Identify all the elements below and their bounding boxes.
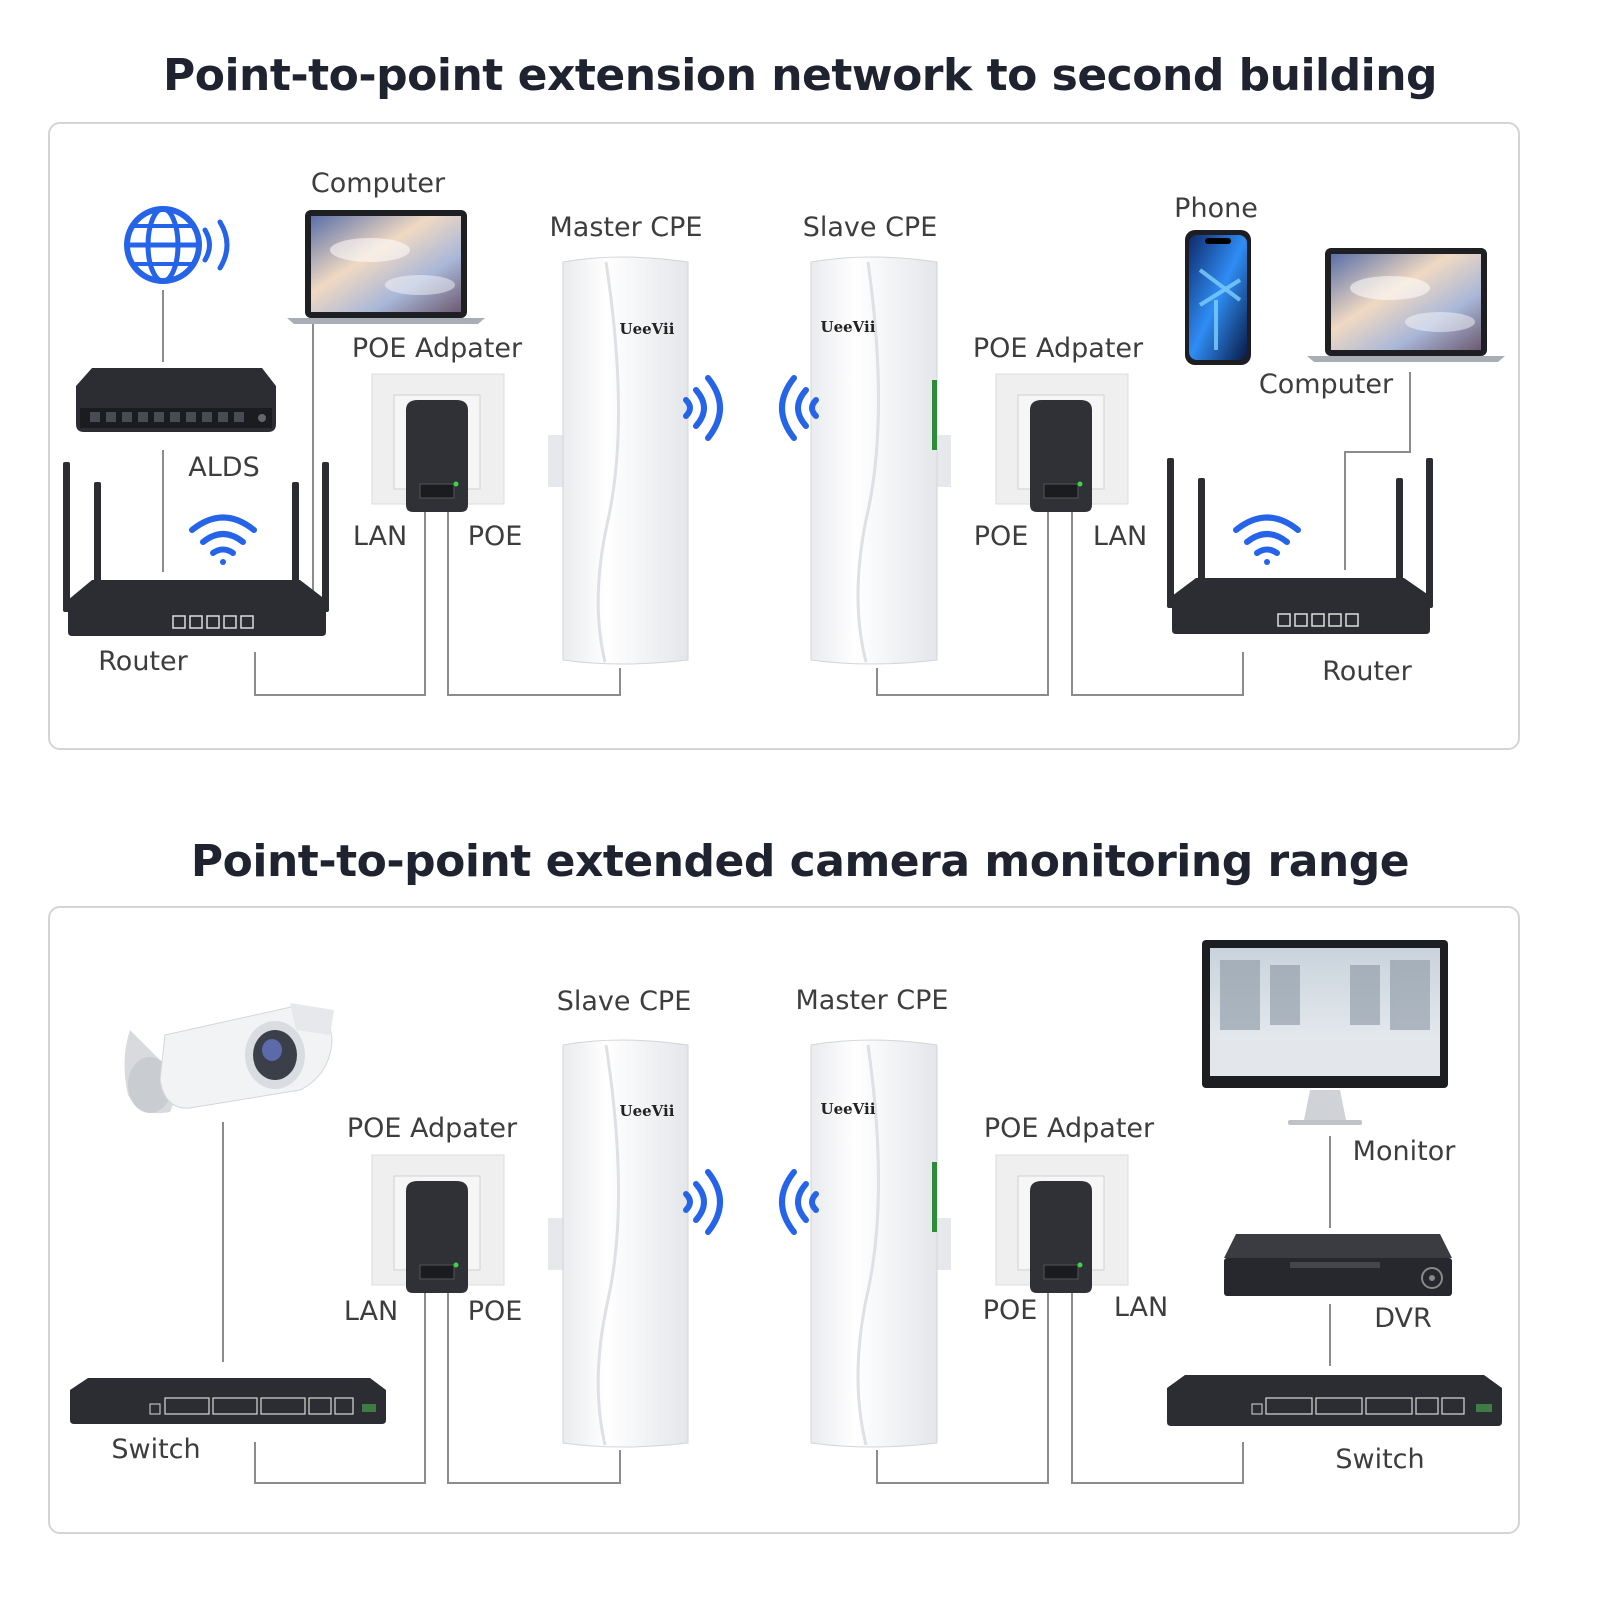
router-right-device [1167, 458, 1433, 634]
label-poe-left-2: POE [467, 1296, 523, 1327]
diagram1-panel [48, 122, 1520, 750]
line-poe-slave-cpe [447, 1290, 621, 1484]
switch-left-device [70, 1378, 386, 1424]
slave-cpe-device-2: UeeVii [548, 1039, 689, 1448]
phone-device [1185, 230, 1251, 365]
line-cpe-poe-right [876, 505, 1049, 696]
line-switch-lan [254, 1290, 426, 1484]
label-master-cpe-2: Master CPE [795, 985, 949, 1016]
internet-globe-icon [124, 206, 230, 284]
label-poe-left: POE [467, 521, 523, 552]
label-lan-left: LAN [352, 521, 408, 552]
label-poe-right: POE [973, 521, 1029, 552]
poe-adapter-left-device [371, 373, 505, 512]
security-camera-device [124, 1003, 334, 1114]
label-router-left: Router [98, 646, 188, 677]
label-dvr: DVR [1374, 1303, 1432, 1334]
label-lan-left-2: LAN [343, 1296, 399, 1327]
diagram2-title: Point-to-point extended camera monitorin… [190, 836, 1410, 887]
line-master-cpe-poe [876, 1290, 1049, 1484]
poe-adapter-right-device-2 [995, 1154, 1129, 1293]
wifi-icon-router-left [189, 514, 257, 565]
laptop-left-device [287, 210, 485, 324]
wifi-signal-master-cpe [683, 375, 723, 441]
label-switch-left: Switch [111, 1434, 201, 1465]
label-poe-adapter-right-2: POE Adpater [983, 1113, 1155, 1144]
label-computer-right: Computer [1258, 369, 1394, 400]
line-lan-switch-right [1071, 1290, 1244, 1484]
wifi-signal-master-cpe-2 [779, 1169, 819, 1235]
line-computer-router-right [1344, 372, 1411, 570]
label-poe-right-2: POE [982, 1295, 1038, 1326]
label-slave-cpe-2: Slave CPE [556, 986, 692, 1017]
cpe-brand-logo: UeeVii [821, 318, 876, 336]
cpe-brand-logo: UeeVii [620, 320, 675, 338]
label-alds: ALDS [188, 452, 260, 483]
poe-adapter-left-device-2 [371, 1154, 505, 1293]
monitor-device [1202, 940, 1448, 1125]
cpe-brand-logo: UeeVii [821, 1100, 876, 1118]
master-cpe-device: UeeVii [548, 256, 689, 665]
label-lan-right-2: LAN [1113, 1292, 1169, 1323]
router-left-device [63, 462, 329, 636]
wifi-signal-slave-cpe-2 [683, 1169, 723, 1235]
poe-adapter-right-device [995, 373, 1129, 512]
switch-right-device [1167, 1375, 1502, 1426]
line-lan-router-right [1071, 505, 1244, 696]
line-router-lan [254, 505, 426, 696]
wifi-icon-router-right [1233, 514, 1301, 565]
label-poe-adapter-left: POE Adpater [351, 333, 523, 364]
label-poe-adapter-right: POE Adpater [972, 333, 1144, 364]
wifi-signal-slave-cpe [779, 375, 819, 441]
label-monitor: Monitor [1352, 1136, 1456, 1167]
label-master-cpe: Master CPE [549, 212, 703, 243]
label-switch-right: Switch [1335, 1444, 1425, 1475]
slave-cpe-device: UeeVii [810, 256, 951, 665]
label-computer-left: Computer [310, 168, 446, 199]
label-poe-adapter-left-2: POE Adpater [346, 1113, 518, 1144]
master-cpe-device-2: UeeVii [810, 1039, 951, 1448]
connection-lines-2 [222, 1122, 1331, 1484]
label-phone: Phone [1174, 193, 1258, 224]
label-lan-right: LAN [1092, 521, 1148, 552]
cpe-brand-logo: UeeVii [620, 1102, 675, 1120]
connection-lines-1 [162, 290, 1411, 696]
dvr-device [1224, 1234, 1452, 1296]
diagram1-title: Point-to-point extension network to seco… [162, 50, 1438, 101]
label-slave-cpe: Slave CPE [802, 212, 938, 243]
line-poe-cpe [447, 505, 621, 696]
label-router-right: Router [1322, 656, 1412, 687]
laptop-right-device [1307, 248, 1505, 362]
diagram2-panel [48, 906, 1520, 1534]
alds-modem-device [76, 368, 276, 432]
